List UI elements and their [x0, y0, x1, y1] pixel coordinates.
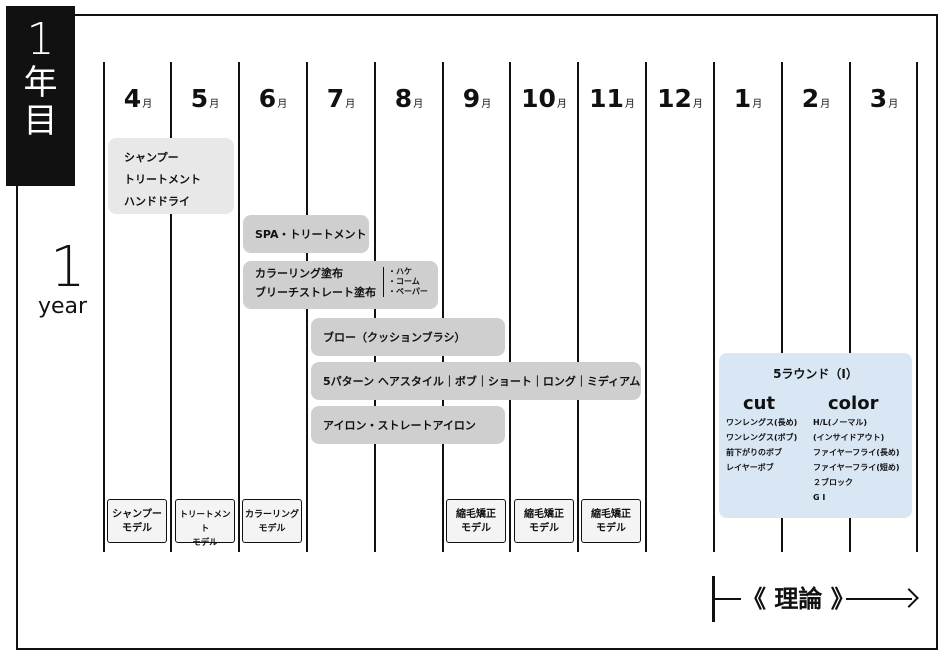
basic-training-bar: シャンプー トリートメント ハンドドライ: [108, 138, 234, 214]
model-box-coloring: カラーリングモデル: [242, 499, 302, 543]
model-box-straightening: 縮毛矯正モデル: [446, 499, 506, 543]
theory-range-arrow: 《 理論 》: [712, 576, 922, 622]
color-heading: color: [828, 393, 879, 414]
model-box-shampoo: シャンプーモデル: [107, 499, 167, 543]
coloring-bar: カラーリング塗布 ブリーチストレート塗布 ・ハケ ・コーム ・ペーパー: [243, 261, 438, 309]
month-line: [713, 62, 715, 552]
month-line: [781, 62, 783, 552]
year-badge-kanji-1: 年: [23, 63, 58, 103]
model-box-treatment: トリートメントモデル: [175, 499, 235, 548]
month-label: 7月: [326, 84, 356, 113]
month-line: [103, 62, 105, 552]
year-badge-kanji-2: 目: [23, 101, 58, 141]
month-label: 5月: [190, 84, 220, 113]
month-line: [509, 62, 511, 552]
cut-list: ワンレングス(長め) ワンレングス(ボブ) 前下がりのボブ レイヤーボブ: [726, 418, 798, 472]
month-line: [577, 62, 579, 552]
cut-heading: cut: [743, 393, 776, 414]
month-label: 4月: [123, 84, 153, 113]
theory-start-tick: [712, 576, 715, 622]
year-number: 1: [50, 235, 86, 300]
month-line: [849, 62, 851, 552]
month-label: 2月: [801, 84, 831, 113]
five-round-panel: 5ラウンド（Ⅰ） cut color ワンレングス(長め) ワンレングス(ボブ)…: [719, 353, 912, 518]
spa-treatment-bar: SPA・トリートメント: [243, 215, 369, 253]
month-label: 11月: [589, 84, 635, 113]
hairstyle-pattern-bar: 5パターン ヘアスタイル｜ボブ｜ショート｜ロング｜ミディアム: [311, 362, 641, 400]
color-list: H/L(ノーマル) (インサイドアウト) ファイヤーフライ(長め) ファイヤーフ…: [813, 418, 900, 502]
month-line: [238, 62, 240, 552]
month-label: 6月: [258, 84, 288, 113]
year-badge: 1 年 目: [6, 6, 75, 186]
year-badge-number: 1: [26, 14, 55, 65]
month-label: 8月: [394, 84, 424, 113]
month-label: 12月: [657, 84, 703, 113]
month-line: [442, 62, 444, 552]
month-label: 10月: [521, 84, 567, 113]
page-frame: [16, 14, 938, 650]
theory-label: 《 理論 》: [742, 585, 855, 613]
model-box-straightening: 縮毛矯正モデル: [581, 499, 641, 543]
month-label: 3月: [869, 84, 899, 113]
theory-line-right: [846, 598, 912, 600]
month-label: 9月: [462, 84, 492, 113]
theory-line-left: [715, 598, 741, 600]
year-word: year: [38, 294, 88, 319]
iron-bar: アイロン・ストレートアイロン: [311, 406, 505, 444]
coloring-tools-list: ・ハケ ・コーム ・ペーパー: [383, 267, 428, 297]
month-line: [645, 62, 647, 552]
arrow-right-icon: [899, 588, 919, 608]
month-label: 1月: [733, 84, 763, 113]
model-box-straightening: 縮毛矯正モデル: [514, 499, 574, 543]
five-round-title: 5ラウンド（Ⅰ）: [773, 367, 858, 381]
month-line: [170, 62, 172, 552]
blow-dry-bar: ブロー（クッションブラシ）: [311, 318, 505, 356]
month-line: [916, 62, 918, 552]
